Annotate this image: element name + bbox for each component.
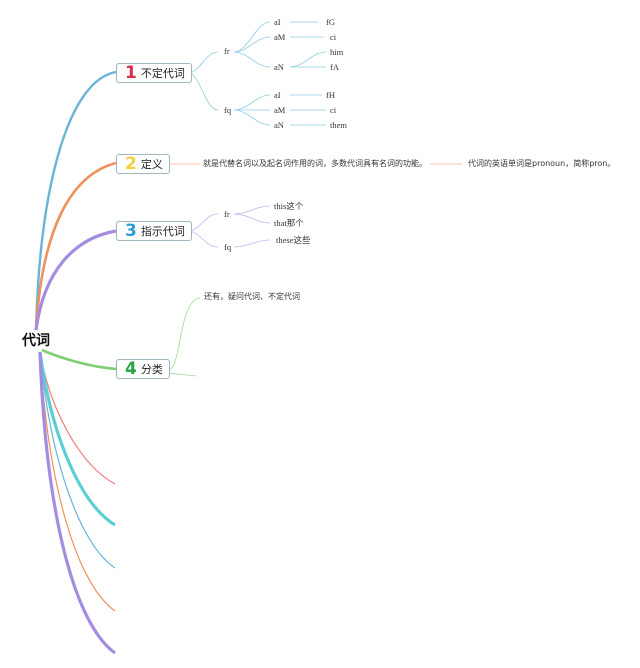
t3-fq-node[interactable]: fq (224, 242, 232, 252)
t3-fq-item-node[interactable]: these这些 (276, 235, 311, 245)
t1-fr-b-node[interactable]: him (330, 47, 344, 57)
topic-indefinite-pronoun[interactable]: 1 不定代词 (116, 63, 192, 83)
t1-fr-b-node[interactable]: fA (330, 62, 339, 72)
branch-line-empty-3 (39, 351, 116, 569)
topic-label: 指示代词 (140, 225, 185, 238)
topic4-connector (167, 297, 201, 371)
t1-fr-b-node[interactable]: fG (326, 17, 335, 27)
t4-note-node[interactable]: 还有，疑问代词、不定代词 (204, 292, 300, 301)
branch-line-empty-2 (38, 351, 116, 527)
t1-fq-b-node[interactable]: ci (330, 105, 337, 115)
t1-fq-a-node[interactable]: aI (274, 90, 281, 100)
topic-demonstrative-pronoun[interactable]: 3 指示代词 (116, 221, 192, 241)
branch-line-4 (41, 348, 117, 371)
t1-fq-b-node[interactable]: fH (326, 90, 335, 100)
topic-label: 不定代词 (140, 67, 185, 80)
t1-fr-a-node[interactable]: aI (274, 17, 281, 27)
branch-line-1 (34, 70, 117, 331)
branch-line-empty-1 (39, 351, 116, 485)
t1-fr-a-node[interactable]: aN (274, 62, 284, 72)
topic-number-3: 3 (125, 221, 137, 241)
t1-fr-a-node[interactable]: aM (274, 32, 286, 42)
t1-fq-node[interactable]: fq (224, 105, 232, 115)
topic-label: 定义 (140, 158, 163, 171)
topic-number-2: 2 (125, 154, 137, 174)
topic-definition[interactable]: 2 定义 (116, 154, 170, 174)
branch-line-empty-5 (38, 351, 116, 655)
t3-fr-item-node[interactable]: this这个 (274, 201, 304, 211)
t1-fq-b-node[interactable]: them (330, 120, 347, 130)
t3-fr-item-node[interactable]: that那个 (274, 218, 304, 228)
topic-number-4: 4 (125, 359, 137, 379)
branch-line-2 (34, 161, 117, 331)
topic-label: 分类 (140, 363, 163, 376)
t3-fr-node[interactable]: fr (224, 209, 230, 219)
t2-definition-node[interactable]: 就是代替名词以及起名词作用的词，多数代词具有名词的功能。 (203, 159, 427, 168)
t2-note-node[interactable]: 代词的英语单词是pronoun，简称pron。 (468, 159, 616, 168)
t1-fr-node[interactable]: fr (224, 46, 230, 56)
t1-fr-b-node[interactable]: ci (330, 32, 337, 42)
t1-fq-a-node[interactable]: aN (274, 120, 284, 130)
topic-classification[interactable]: 4 分类 (116, 359, 170, 379)
topic1-connectors (187, 21, 327, 126)
branch-line-3 (34, 229, 117, 331)
topic-number-1: 1 (125, 63, 137, 83)
root-topic[interactable]: 代词 (22, 333, 50, 349)
t1-fq-a-node[interactable]: aM (274, 105, 286, 115)
topic4-connector-tail (167, 372, 197, 377)
